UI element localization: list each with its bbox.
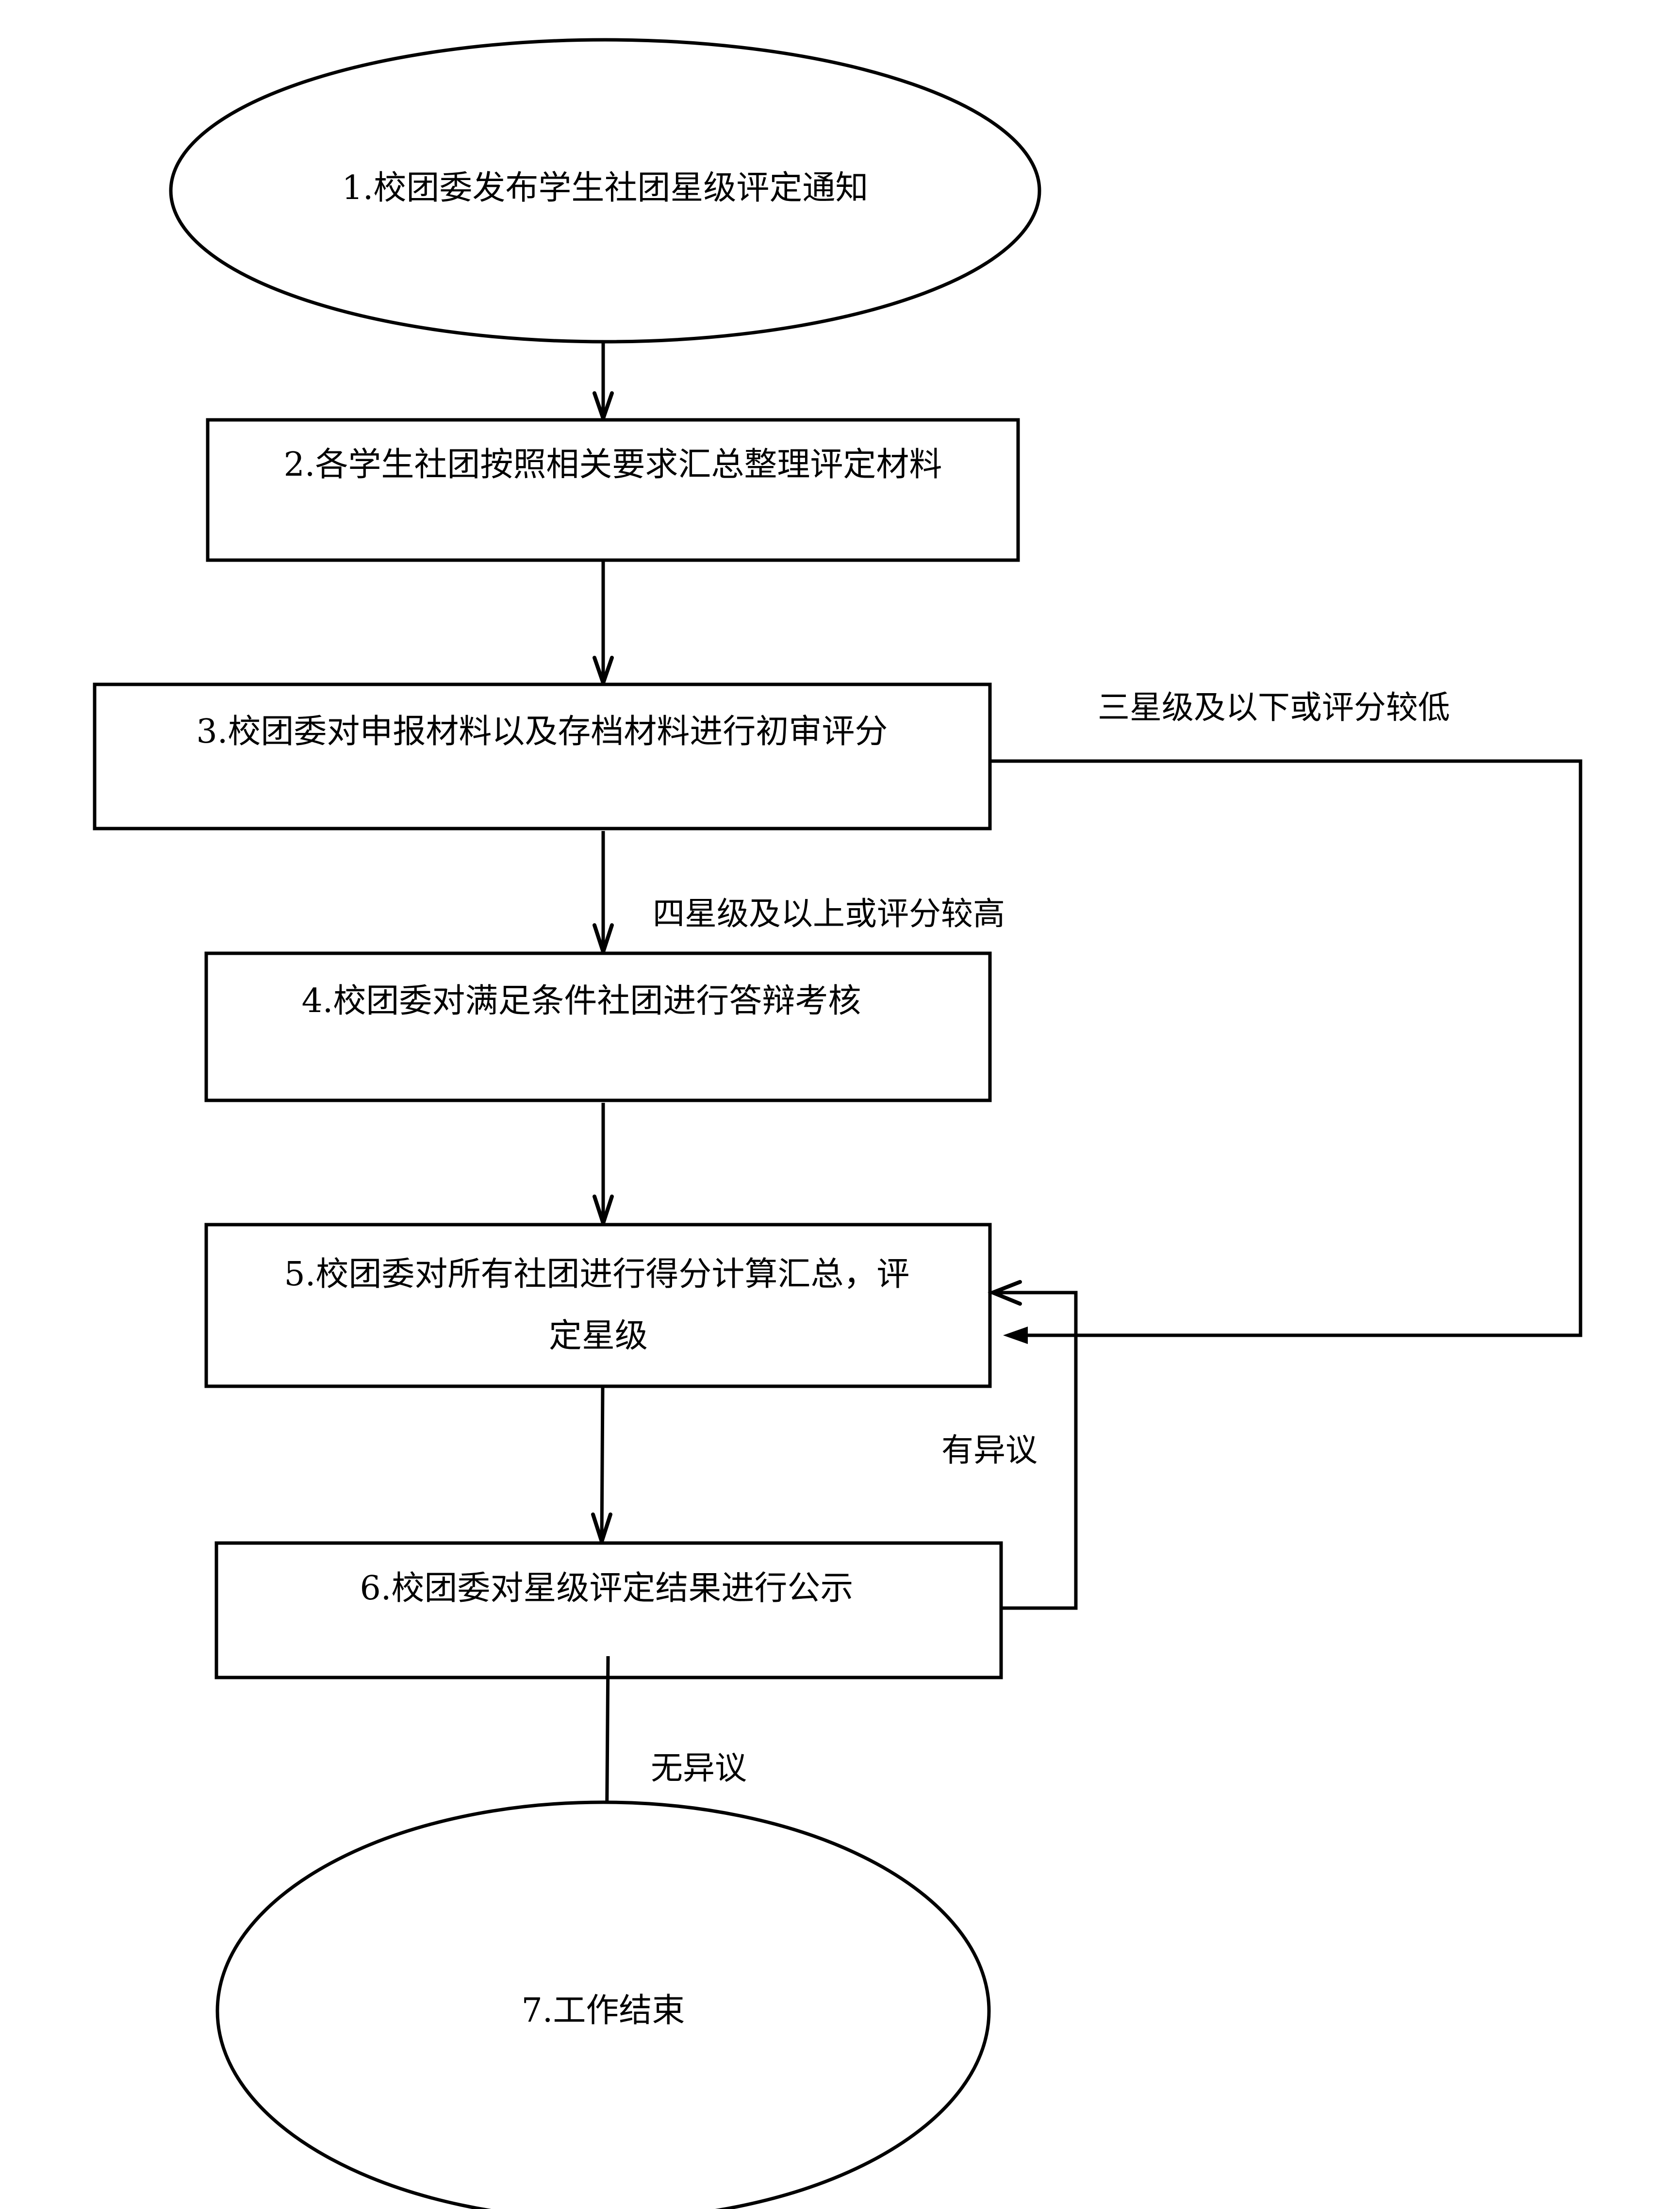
step-5-label-line1: 5.校团委对所有社团进行得分计算汇总，评 — [284, 1255, 910, 1294]
low-score-label: 三星级及以下或评分较低 — [1098, 689, 1450, 726]
edge-3-5-bypass: 三星级及以下或评分较低 — [990, 689, 1582, 1344]
step-6-label: 6.校团委对星级评定结果进行公示 — [360, 1569, 854, 1608]
node-start: 1.校团委发布学生社团星级评定通知 — [169, 38, 1041, 344]
no-objection-label: 无异议 — [651, 1749, 747, 1787]
bypass-connector — [990, 759, 1582, 1337]
step-2-label: 2.各学生社团按照相关要求汇总整理评定材料 — [284, 446, 942, 484]
end-label: 7.工作结束 — [522, 1992, 685, 2030]
edge-6-5-objection: 有异议 — [941, 1280, 1078, 1610]
step-2-box — [206, 418, 1020, 562]
edge-2-3 — [593, 560, 614, 689]
end-ellipse — [215, 1800, 991, 2209]
connector-line — [600, 1386, 605, 1542]
edge-3-4: 四星级及以上或评分较高 — [593, 831, 1005, 958]
step-3-box — [93, 682, 992, 830]
node-step-4: 4.校团委对满足条件社团进行答辩考核 — [204, 951, 992, 1102]
start-ellipse — [169, 38, 1041, 344]
edge-1-2 — [593, 342, 614, 425]
objection-label: 有异议 — [941, 1431, 1038, 1469]
step-4-label: 4.校团委对满足条件社团进行答辩考核 — [302, 982, 861, 1020]
objection-connector — [994, 1291, 1078, 1610]
edge-5-6 — [591, 1386, 612, 1548]
start-label: 1.校团委发布学生社团星级评定通知 — [342, 169, 869, 207]
node-end: 7.工作结束 — [215, 1800, 991, 2209]
step-6-box — [214, 1541, 1003, 1679]
arrow-left-icon — [988, 1280, 1022, 1306]
edge-4-5 — [593, 1103, 614, 1229]
step-5-label-line2: 定星级 — [549, 1317, 648, 1355]
step-3-label: 3.校团委对申报材料以及存档材料进行初审评分 — [197, 713, 888, 751]
high-score-label: 四星级及以上或评分较高 — [653, 895, 1005, 932]
arrow-left-solid-icon — [1003, 1327, 1028, 1344]
node-step-5: 5.校团委对所有社团进行得分计算汇总，评 定星级 — [204, 1223, 992, 1388]
node-step-2: 2.各学生社团按照相关要求汇总整理评定材料 — [206, 418, 1020, 562]
step-5-box — [204, 1223, 992, 1388]
node-step-3: 3.校团委对申报材料以及存档材料进行初审评分 — [93, 682, 992, 830]
node-step-6: 6.校团委对星级评定结果进行公示 — [214, 1541, 1003, 1679]
step-4-box — [204, 951, 992, 1102]
